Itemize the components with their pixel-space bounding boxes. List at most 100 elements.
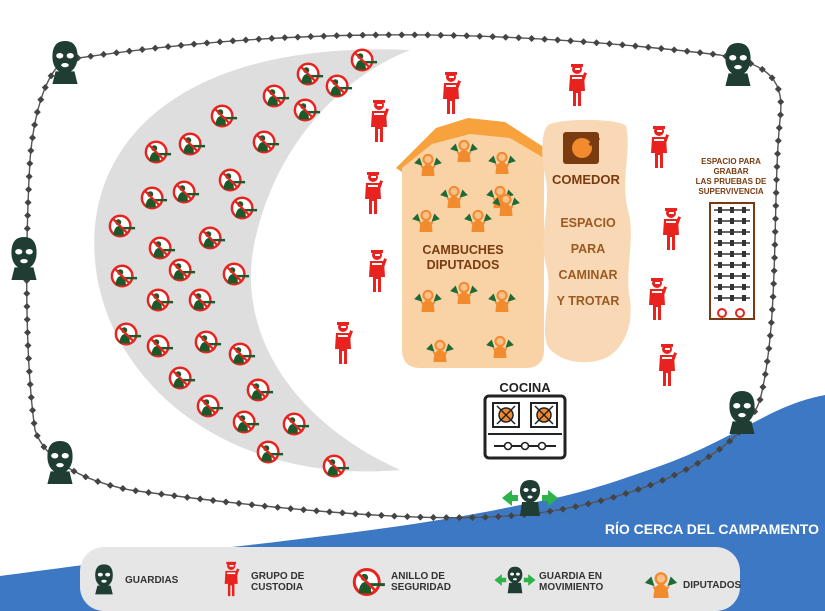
custody-icon bbox=[663, 208, 681, 250]
fence-post bbox=[41, 83, 49, 91]
legend-ring-label: ANILLO DE bbox=[391, 571, 445, 582]
fence-post bbox=[766, 332, 774, 340]
fence-post bbox=[605, 40, 613, 48]
fence-post bbox=[683, 47, 691, 55]
fence-post bbox=[203, 39, 211, 47]
fence-post bbox=[411, 31, 419, 39]
fence-post bbox=[773, 163, 781, 171]
fence-post bbox=[515, 34, 523, 42]
fence-post bbox=[151, 44, 159, 52]
fence-post bbox=[190, 40, 198, 48]
recording-rig-node bbox=[718, 218, 722, 224]
fence-post bbox=[26, 380, 34, 388]
recording-rig-node bbox=[742, 295, 746, 301]
fence-post bbox=[33, 432, 41, 440]
fence-post bbox=[248, 501, 256, 509]
fence-post bbox=[112, 49, 120, 57]
recording-rig-node bbox=[730, 284, 734, 290]
recording-rig-node bbox=[742, 262, 746, 268]
legend-deputy-label: DIPUTADOS bbox=[683, 580, 741, 591]
fence-post bbox=[346, 31, 354, 39]
recording-rig-node bbox=[730, 295, 734, 301]
recording-rig-wheel bbox=[735, 308, 745, 318]
legend-custody-label: GRUPO DE bbox=[251, 571, 305, 582]
fence-post bbox=[476, 32, 484, 40]
fence-post bbox=[28, 134, 36, 142]
fence-post bbox=[24, 212, 32, 220]
fence-post bbox=[774, 137, 782, 145]
custody-icon bbox=[569, 64, 587, 106]
fence-post bbox=[23, 315, 31, 323]
fence-post bbox=[777, 98, 785, 106]
pan-handle bbox=[588, 136, 601, 147]
deputies-cabin-roof bbox=[396, 118, 547, 172]
recording-rig-node bbox=[742, 284, 746, 290]
fence-post bbox=[255, 35, 263, 43]
fence-post bbox=[268, 34, 276, 42]
fence-post bbox=[31, 121, 39, 129]
fence-post bbox=[24, 199, 32, 207]
fence-post bbox=[313, 507, 321, 515]
fence-post bbox=[87, 52, 95, 60]
custody-icon bbox=[659, 344, 677, 386]
fence-post bbox=[47, 72, 55, 80]
fence-post bbox=[593, 39, 601, 47]
fence-post bbox=[23, 302, 31, 310]
fence-post bbox=[528, 34, 536, 42]
legend-custody-label: CUSTODIA bbox=[251, 582, 303, 593]
fence-post bbox=[670, 46, 678, 54]
fence-post bbox=[25, 173, 33, 181]
fence-post bbox=[351, 510, 359, 518]
guard-icon bbox=[11, 237, 37, 280]
fence-post bbox=[274, 503, 282, 511]
fence-post bbox=[359, 31, 367, 39]
fence-post bbox=[463, 32, 471, 40]
legend-guardias-label: GUARDIAS bbox=[125, 575, 179, 586]
fence-post bbox=[644, 43, 652, 51]
fence-post bbox=[398, 31, 406, 39]
fence-post bbox=[769, 293, 777, 301]
fence-post bbox=[763, 357, 771, 365]
recording-rig-node bbox=[718, 273, 722, 279]
recording-rig-node bbox=[742, 273, 746, 279]
pan-circle bbox=[572, 138, 592, 158]
fence-post bbox=[177, 41, 185, 49]
walking-label: CAMINAR bbox=[558, 268, 617, 282]
fence-post bbox=[567, 37, 575, 45]
fence-post bbox=[106, 481, 114, 489]
fence-post bbox=[235, 499, 243, 507]
fence-post bbox=[775, 124, 783, 132]
fence-post bbox=[183, 493, 191, 501]
custody-icon bbox=[365, 172, 383, 214]
fence-post bbox=[138, 46, 146, 54]
guard-icon bbox=[725, 43, 751, 86]
walking-label: Y TROTAR bbox=[557, 294, 620, 308]
fence-post bbox=[100, 50, 108, 58]
fence-post bbox=[30, 419, 38, 427]
river-label: RÍO CERCA DEL CAMPAMENTO bbox=[605, 521, 819, 537]
fence-post bbox=[771, 254, 779, 262]
fence-post bbox=[768, 306, 776, 314]
fence-post bbox=[24, 328, 32, 336]
fence-post bbox=[709, 50, 717, 58]
fence-post bbox=[390, 512, 398, 520]
recording-rig-node bbox=[718, 229, 722, 235]
guard-icon bbox=[47, 441, 73, 484]
fence-post bbox=[770, 280, 778, 288]
security-ring-zone bbox=[94, 49, 410, 472]
deputies-cabin-label: DIPUTADOS bbox=[427, 258, 500, 272]
recording-rig-node bbox=[742, 207, 746, 213]
custody-icon bbox=[649, 278, 667, 320]
recording-rig-node bbox=[718, 284, 722, 290]
fence-post bbox=[25, 354, 33, 362]
guard-icon bbox=[729, 391, 755, 434]
guard-icon bbox=[52, 41, 78, 84]
kitchen-label: COCINA bbox=[499, 380, 551, 395]
fence-post bbox=[119, 484, 127, 492]
fence-post bbox=[580, 38, 588, 46]
fence-post bbox=[385, 31, 393, 39]
fence-post bbox=[157, 490, 165, 498]
legend-ring-label: SEGURIDAD bbox=[391, 582, 451, 593]
fence-post bbox=[23, 289, 31, 297]
